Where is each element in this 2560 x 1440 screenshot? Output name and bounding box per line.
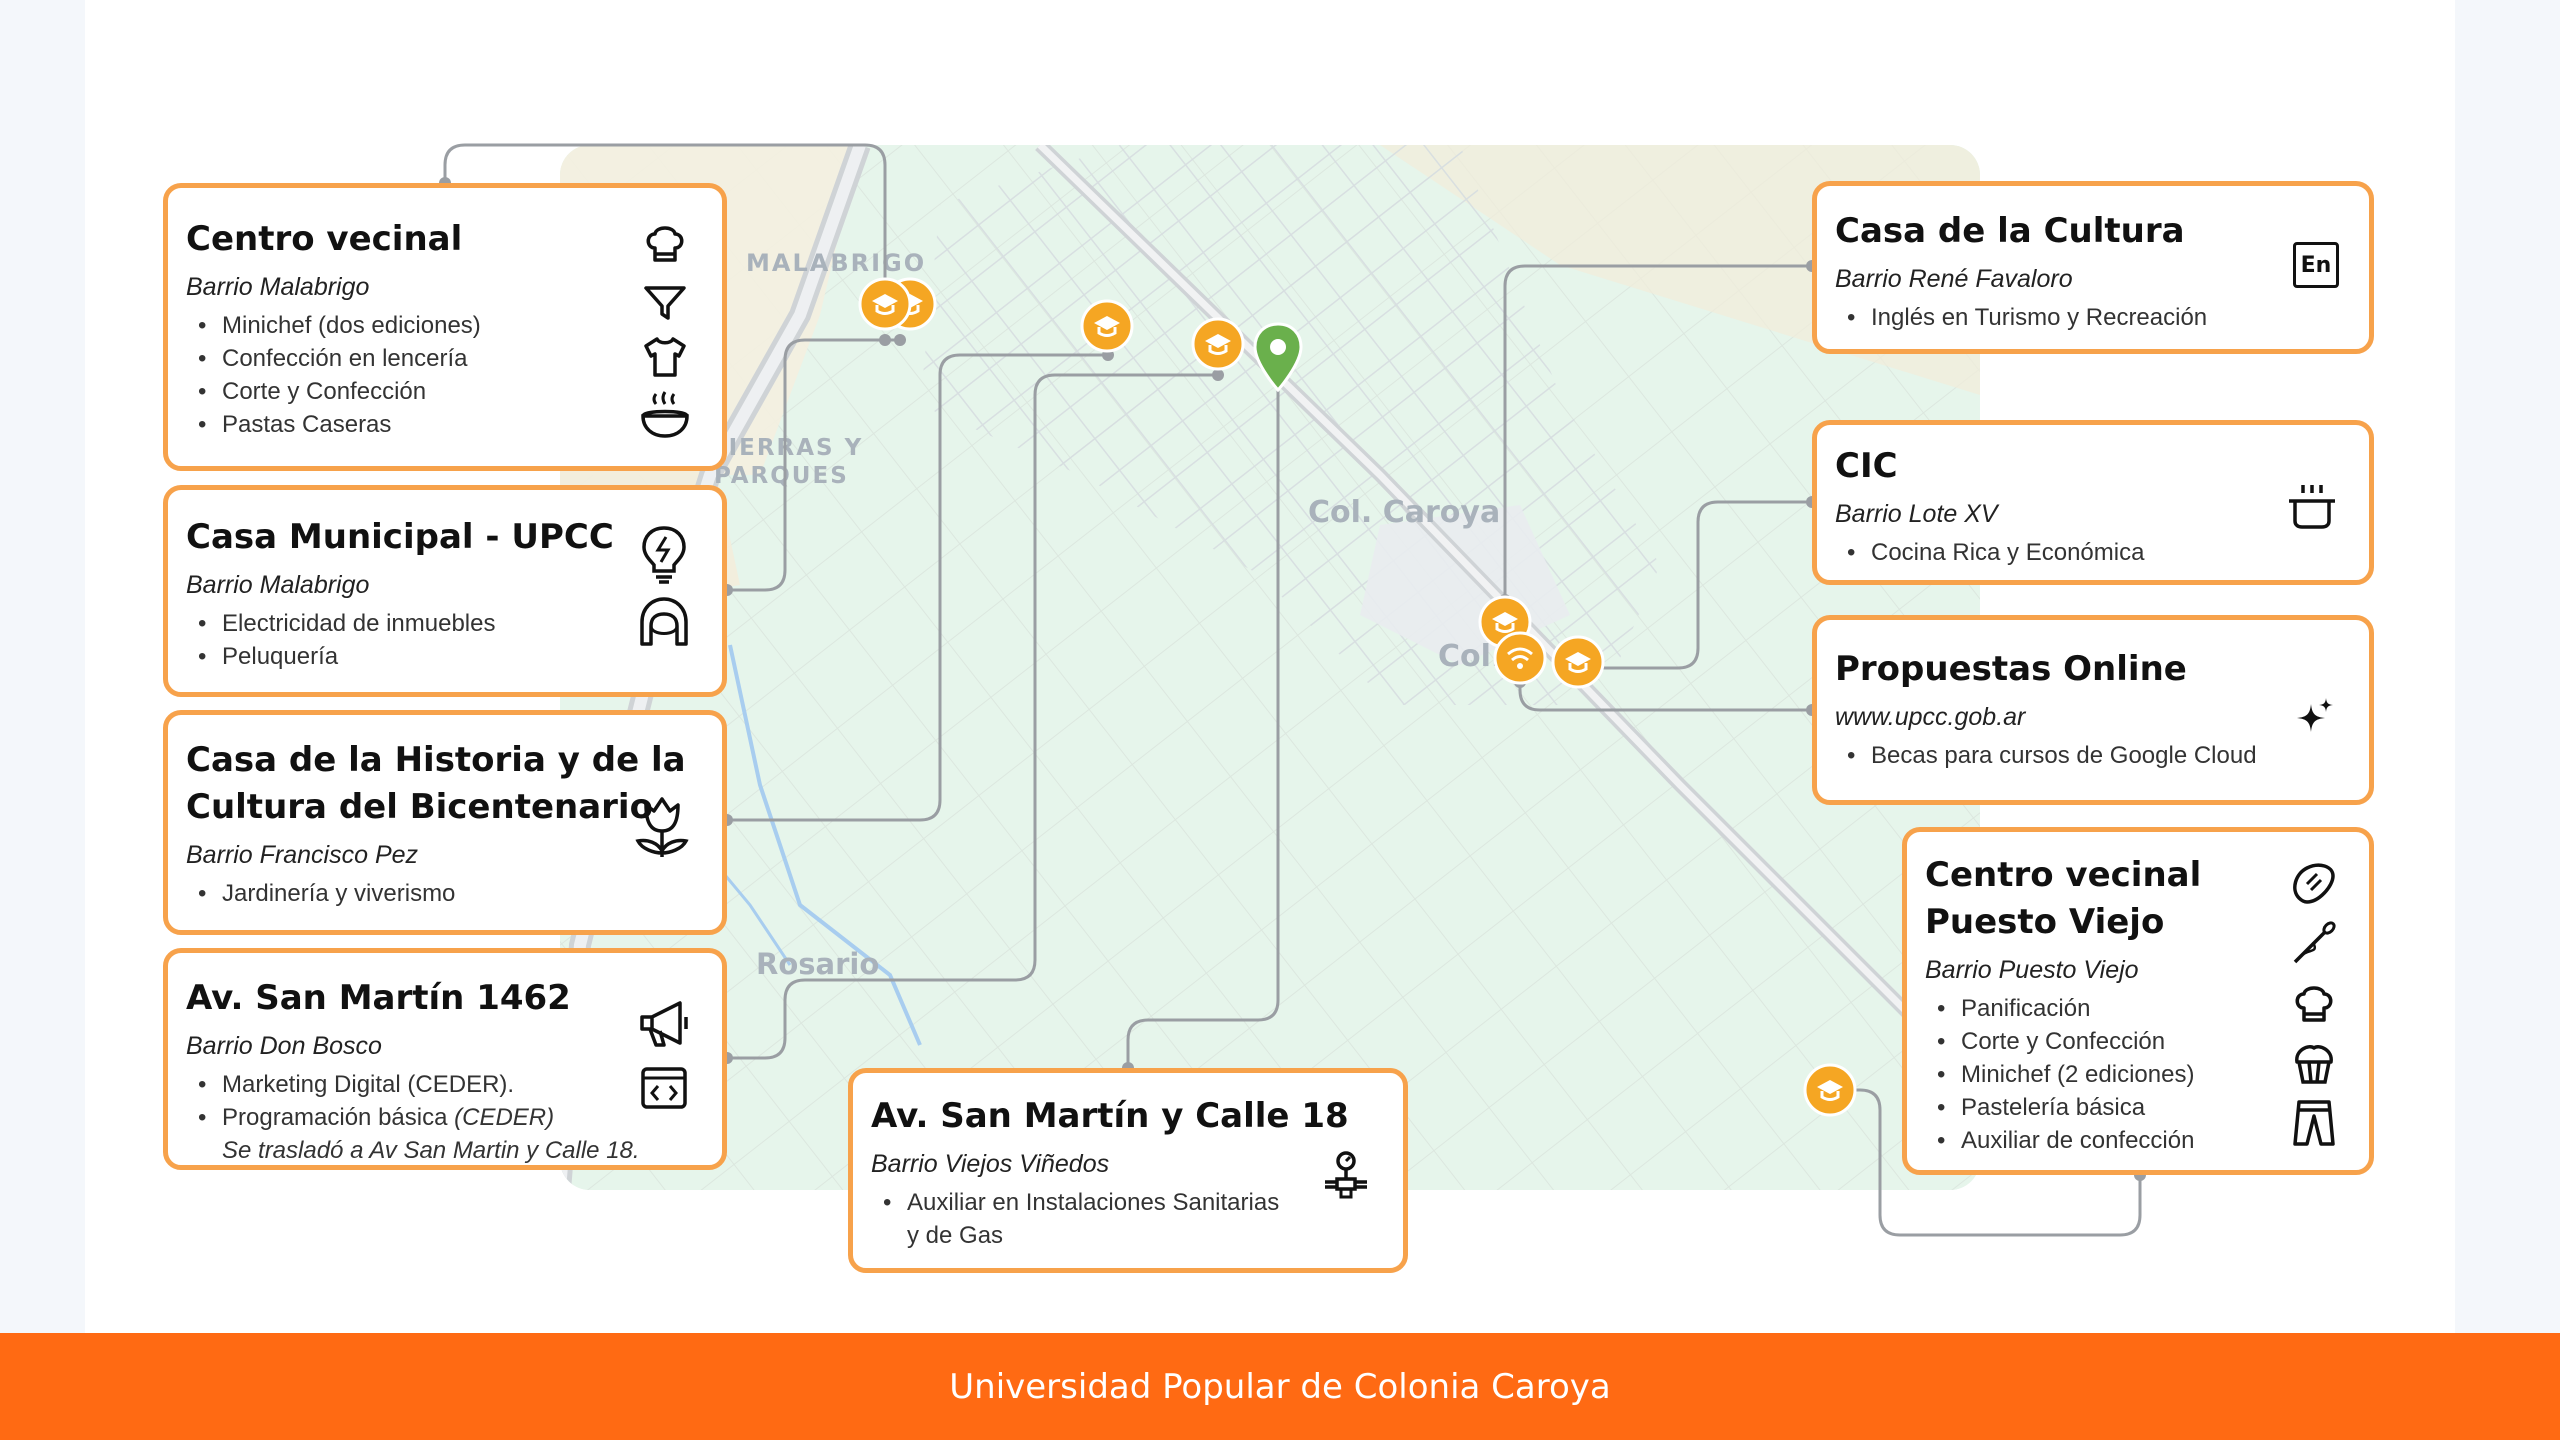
card-subtitle: Barrio Malabrigo	[186, 571, 370, 599]
card-title-line1: Casa de la Historia y de la	[186, 740, 686, 780]
list-item: Marketing Digital (CEDER).	[186, 1068, 704, 1101]
course-list: Becas para cursos de Google Cloud	[1835, 739, 2351, 772]
list-item: Confección en lencería	[186, 342, 704, 375]
list-item-text: Programación básica	[222, 1104, 455, 1131]
footer-bar: Universidad Popular de Colonia Caroya	[0, 1333, 2560, 1440]
card-subtitle: Barrio René Favaloro	[1835, 265, 2073, 293]
list-item-em: (CEDER)	[454, 1104, 555, 1131]
list-item: Minichef (dos ediciones)	[186, 309, 704, 342]
map-marker-orange[interactable]	[1079, 298, 1135, 359]
map-marker-orange[interactable]	[1802, 1062, 1858, 1123]
chef-hat-icon	[2295, 986, 2333, 1022]
map-label-col-caroya: Col. Caroya	[1308, 495, 1501, 530]
card-san-martin-calle-18[interactable]: Av. San Martín y Calle 18 Barrio Viejos …	[848, 1068, 1408, 1273]
map-marker-orange[interactable]	[1190, 316, 1246, 377]
cupcake-icon	[2295, 1045, 2333, 1084]
course-list: Panificación Corte y Confección Minichef…	[1925, 992, 2351, 1157]
list-item-line1: Auxiliar en Instalaciones Sanitarias	[907, 1189, 1280, 1216]
card-subtitle: Barrio Viejos Viñedos	[871, 1150, 1110, 1178]
card-casa-cultura[interactable]: Casa de la Cultura Barrio René Favaloro …	[1812, 181, 2374, 354]
card-casa-municipal[interactable]: Casa Municipal - UPCC Barrio Malabrigo E…	[163, 485, 727, 697]
card-cic[interactable]: CIC Barrio Lote XV Cocina Rica y Económi…	[1812, 420, 2374, 585]
map-label-rosario: Rosario	[756, 947, 880, 981]
chef-hat-icon	[646, 226, 684, 262]
card-subtitle: Barrio Don Bosco	[186, 1032, 382, 1060]
card-subtitle: Barrio Francisco Pez	[186, 841, 419, 869]
card-title-line2: Puesto Viejo	[1925, 902, 2165, 942]
card-title: Av. San Martín y Calle 18	[871, 1096, 1349, 1136]
list-item: Pastas Caseras	[186, 408, 704, 441]
card-propuestas-online[interactable]: Propuestas Online www.upcc.gob.ar Becas …	[1812, 615, 2374, 805]
course-list: Jardinería y viverismo	[186, 877, 704, 910]
needle-icon	[2293, 921, 2336, 964]
english-language-icon-text: En	[2300, 252, 2332, 278]
list-item: Electricidad de inmuebles	[186, 607, 704, 640]
card-title: Av. San Martín 1462	[186, 978, 571, 1018]
footer-text: Universidad Popular de Colonia Caroya	[949, 1366, 1611, 1407]
list-item: Peluquería	[186, 640, 704, 673]
hair-icon	[640, 597, 688, 646]
list-item: Pastelería básica	[1925, 1091, 2351, 1124]
card-title: Propuestas Online	[1835, 649, 2187, 689]
list-item: Corte y Confección	[186, 375, 704, 408]
card-subtitle: Barrio Malabrigo	[186, 273, 370, 301]
lightbulb-icon	[642, 526, 686, 584]
card-puesto-viejo[interactable]: Centro vecinal Puesto Viejo Barrio Puest…	[1902, 827, 2374, 1175]
list-item: Jardinería y viverismo	[186, 877, 704, 910]
funnel-icon	[644, 286, 686, 320]
list-item: Inglés en Turismo y Recreación	[1835, 301, 2351, 334]
map-marker-orange[interactable]	[1550, 634, 1606, 695]
list-item: Programación básica (CEDER)	[186, 1101, 704, 1134]
list-item: Auxiliar en Instalaciones Sanitarias y de…	[871, 1186, 1385, 1252]
card-title: Centro vecinal	[186, 219, 463, 259]
list-item: Corte y Confección	[1925, 1025, 2351, 1058]
map-label-sierras-2: PARQUES	[714, 463, 849, 489]
card-subtitle: Barrio Puesto Viejo	[1925, 956, 2139, 984]
list-item: Auxiliar de confección	[1925, 1124, 2351, 1157]
card-san-martin-1462[interactable]: Av. San Martín 1462 Barrio Don Bosco Mar…	[163, 948, 727, 1170]
card-subtitle: Barrio Lote XV	[1835, 500, 1998, 528]
card-casa-historia[interactable]: Casa de la Historia y de la Cultura del …	[163, 710, 727, 935]
list-item: Becas para cursos de Google Cloud	[1835, 739, 2351, 772]
card-title: Casa de la Cultura	[1835, 211, 2185, 251]
map-label-malabrigo: MALABRIGO	[746, 249, 927, 277]
tulip-icon	[635, 797, 689, 857]
course-list: Minichef (dos ediciones) Confección en l…	[186, 309, 704, 441]
t-shirt-icon	[644, 337, 686, 377]
code-window-icon	[641, 1067, 687, 1109]
course-list: Inglés en Turismo y Recreación	[1835, 301, 2351, 334]
map-marker-orange[interactable]	[857, 276, 913, 337]
list-item: Cocina Rica y Económica	[1835, 536, 2351, 569]
list-item-line2: y de Gas	[907, 1222, 1004, 1249]
card-title-line1: Centro vecinal	[1925, 855, 2202, 895]
english-language-icon: En	[2293, 242, 2339, 288]
map-marker-orange[interactable]	[1492, 630, 1548, 691]
card-title: CIC	[1835, 446, 1898, 486]
cooking-pot-icon	[2289, 485, 2335, 529]
card-centro-vecinal[interactable]: Centro vecinal Barrio Malabrigo Minichef…	[163, 183, 727, 471]
list-item: Panificación	[1925, 992, 2351, 1025]
bread-icon	[2293, 863, 2335, 904]
card-subtitle-url[interactable]: www.upcc.gob.ar	[1835, 703, 2026, 731]
course-list: Auxiliar en Instalaciones Sanitarias y de…	[871, 1186, 1385, 1252]
card-title-line2: Cultura del Bicentenario	[186, 787, 653, 827]
course-list: Electricidad de inmuebles Peluquería	[186, 607, 704, 673]
course-list: Cocina Rica y Económica	[1835, 536, 2351, 569]
course-list: Marketing Digital (CEDER). Programación …	[186, 1068, 704, 1134]
list-item: Minichef (2 ediciones)	[1925, 1058, 2351, 1091]
trousers-icon	[2293, 1100, 2335, 1146]
gas-valve-icon	[1325, 1151, 1367, 1199]
relocation-note: Se trasladó a Av San Martin y Calle 18.	[222, 1137, 640, 1164]
map-marker-green-pin[interactable]	[1252, 322, 1304, 399]
steaming-bowl-icon	[641, 391, 689, 438]
card-title: Casa Municipal - UPCC	[186, 517, 614, 557]
megaphone-icon	[640, 1001, 688, 1047]
sparkles-icon	[2297, 698, 2333, 732]
